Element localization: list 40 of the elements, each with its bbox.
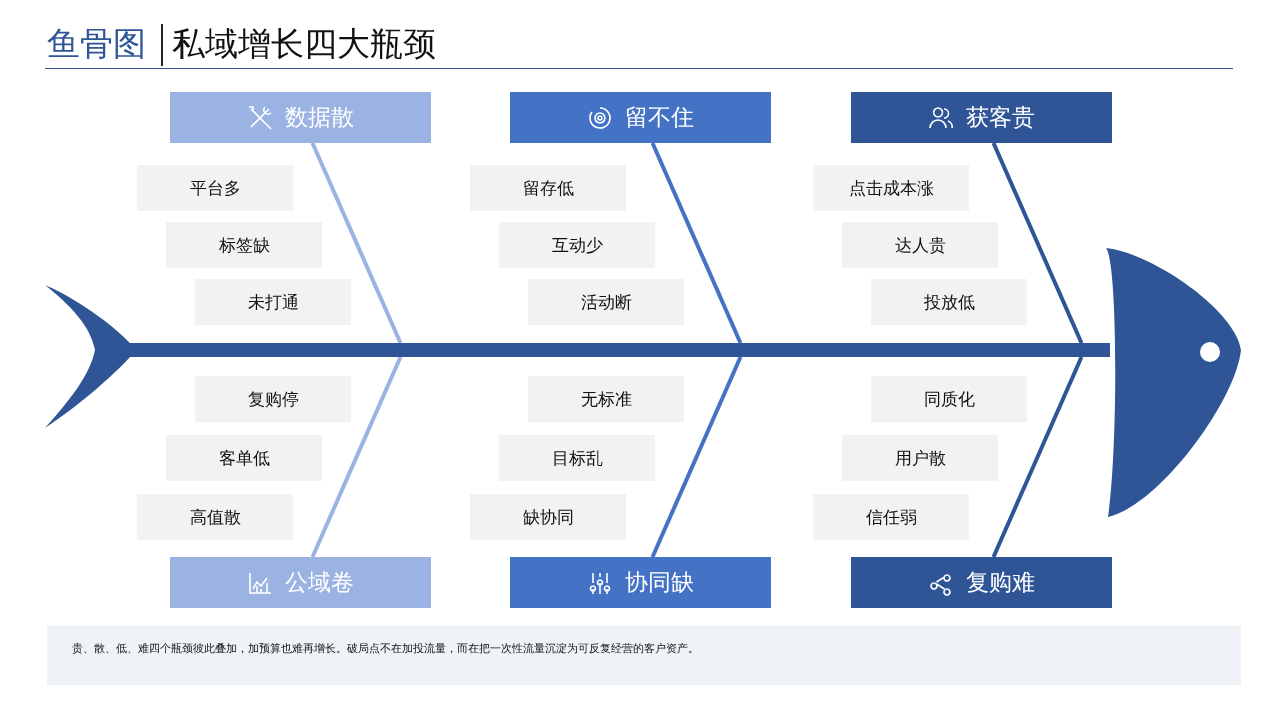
fish-bone <box>310 356 403 558</box>
cause-box: 信任弱 <box>813 494 969 540</box>
category-label: 留不住 <box>625 103 694 132</box>
category-header <box>851 557 1112 608</box>
fish-spine <box>130 343 1110 357</box>
cause-box: 活动断 <box>528 279 684 325</box>
cause-box: 目标乱 <box>499 435 655 481</box>
category-label: 公域卷 <box>285 568 354 597</box>
cause-box: 无标准 <box>528 376 684 422</box>
category-header <box>851 92 1112 143</box>
cause-box: 高值散 <box>137 494 293 540</box>
cause-box: 用户散 <box>842 435 998 481</box>
fish-bone <box>991 142 1084 344</box>
fish-bone <box>650 356 743 558</box>
cause-box: 未打通 <box>195 279 351 325</box>
cause-box: 留存低 <box>470 165 626 211</box>
fish-bone <box>650 142 743 344</box>
category-header <box>170 92 431 143</box>
cause-box: 标签缺 <box>166 222 322 268</box>
category-label: 复购难 <box>966 568 1035 597</box>
category-label: 获客贵 <box>966 103 1035 132</box>
fish-bone <box>310 142 403 344</box>
cause-box: 复购停 <box>195 376 351 422</box>
category-header <box>170 557 431 608</box>
cause-box: 同质化 <box>871 376 1027 422</box>
fish-bone <box>991 356 1084 558</box>
cause-box: 点击成本涨 <box>813 165 969 211</box>
caption: 贵、散、低、难四个瓶颈彼此叠加，加预算也难再增长。破局点不在加投流量，而在把一次性流量沉淀为可反复经营的客户资产。 <box>72 641 699 656</box>
cause-box: 达人贵 <box>842 222 998 268</box>
category-header <box>510 92 771 143</box>
title: 私域增长四大瓶颈 <box>172 23 436 65</box>
cause-box: 投放低 <box>871 279 1027 325</box>
cause-box: 客单低 <box>166 435 322 481</box>
cause-box: 平台多 <box>137 165 293 211</box>
category-header <box>510 557 771 608</box>
category-label: 数据散 <box>285 103 354 132</box>
category-label: 协同缺 <box>625 568 694 597</box>
cause-box: 缺协同 <box>470 494 626 540</box>
diagram-label: 鱼骨图 <box>47 23 146 65</box>
cause-box: 互动少 <box>499 222 655 268</box>
